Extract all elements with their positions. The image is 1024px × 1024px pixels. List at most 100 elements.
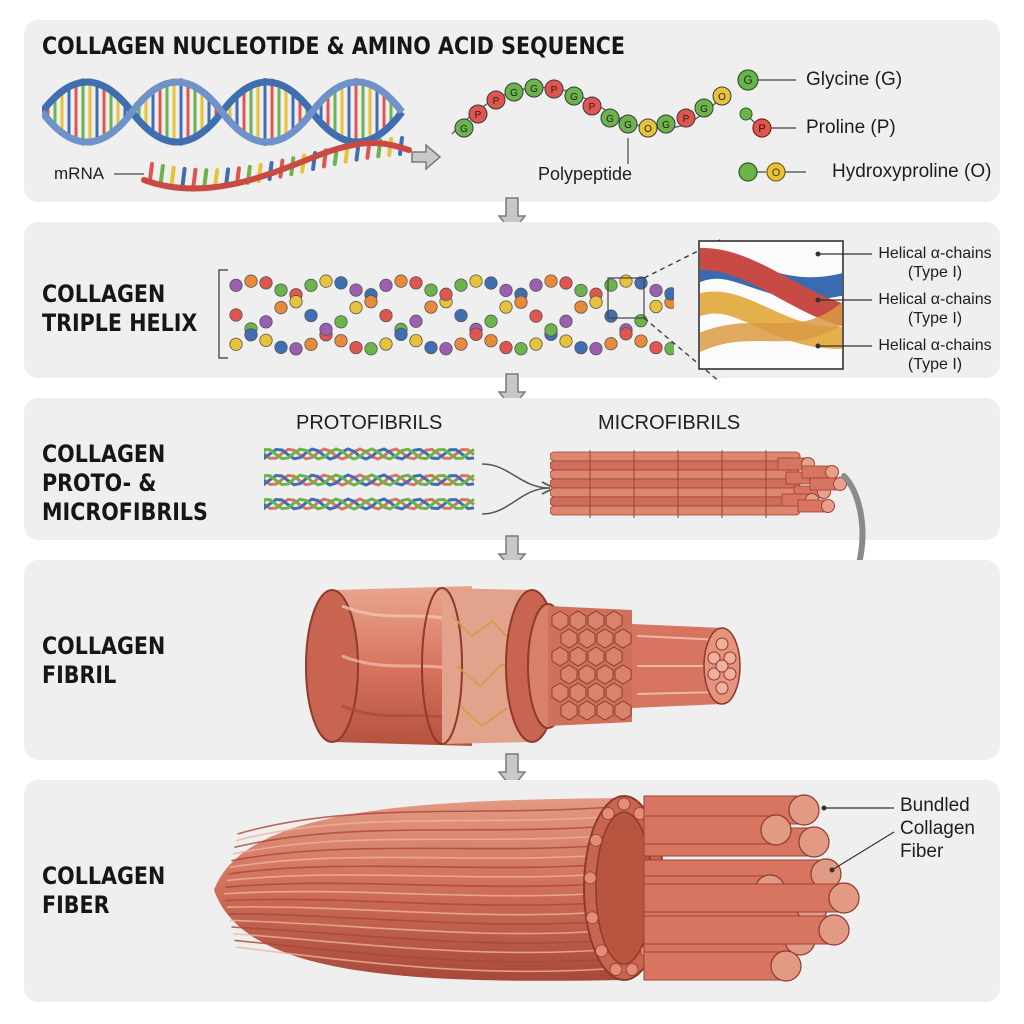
polypeptide-bead	[676, 108, 696, 128]
fiber-rod-end	[818, 914, 850, 946]
panel-title-sequence: COLLAGEN NUCLEOTIDE & AMINO ACID SEQUENC…	[42, 32, 626, 60]
polypeptide-bead-letter: G	[460, 124, 468, 135]
fiber-rod	[643, 883, 845, 913]
mrna-base	[180, 166, 187, 187]
fibril-rod-end	[715, 681, 729, 695]
helix-bead	[589, 295, 603, 309]
helix-bead	[574, 300, 588, 314]
legend-label-proline: Proline (P)	[806, 117, 896, 138]
fiber-sheath-cell	[589, 833, 603, 847]
fiber-sheath-cell	[617, 797, 631, 811]
helix-bead	[394, 327, 408, 341]
fibril-honeycomb-cell	[578, 664, 596, 685]
helix-bead	[349, 283, 363, 297]
glycine-bead-icon: G	[737, 69, 796, 91]
fibril-honeycomb-cell	[578, 700, 596, 721]
helix-bead	[304, 308, 318, 323]
polypeptide-bead	[486, 90, 506, 110]
helix-bead	[229, 337, 243, 351]
polypeptide-bead	[712, 86, 732, 106]
helix-bead	[379, 278, 393, 292]
helix-bead	[364, 342, 378, 356]
fiber-strand	[226, 906, 625, 916]
collagen-fibril-illustration	[305, 586, 741, 746]
fibril-honeycomb-cell	[596, 664, 614, 685]
protofibrils-illustration	[264, 447, 475, 511]
helix-bead	[514, 295, 528, 309]
callout-leader-lines	[815, 251, 872, 349]
polypeptide-bead	[564, 86, 584, 106]
helix-bead	[499, 300, 513, 314]
fiber-strand	[234, 824, 625, 849]
hydroxyproline-bead-icon: O	[738, 162, 806, 182]
helix-bead	[289, 342, 303, 356]
helix-bead	[334, 276, 348, 290]
helix-bead	[424, 283, 438, 297]
polypeptide-bead-letter: G	[606, 114, 614, 125]
polypeptide-bead	[694, 98, 714, 118]
helix-bead	[259, 315, 273, 329]
helix-bead	[439, 342, 453, 356]
fibril-honeycomb-cell	[569, 646, 587, 667]
helix-bead	[529, 337, 543, 351]
fiber-rod-end	[828, 882, 860, 914]
proline-bead-icon: P	[739, 107, 796, 138]
fiber-sheath-cell	[585, 911, 599, 925]
helix-bead	[514, 342, 528, 356]
helix-bead	[424, 340, 438, 355]
helix-bead	[274, 301, 288, 315]
fibril-honeycomb-cell	[587, 682, 605, 703]
helix-bead	[379, 337, 393, 351]
fiber-rod-end	[798, 826, 830, 858]
helix-bead	[484, 334, 498, 348]
callout-helical-chain-2: Helical α-chains (Type I)	[878, 291, 992, 327]
fiber-callout-leader-lines	[821, 805, 895, 873]
mrna-base	[158, 164, 165, 185]
helix-bead	[304, 337, 318, 351]
bracket-marker	[218, 269, 228, 359]
zoom-guide-lines	[643, 239, 721, 383]
polypeptide-bead-letter: G	[510, 88, 518, 99]
polypeptide-bead-letter: P	[475, 110, 482, 121]
panel-triple-helix: COLLAGEN TRIPLE HELIX Helical α-chains (…	[24, 222, 1000, 383]
helix-bead	[439, 287, 453, 301]
fiber-strand	[235, 946, 625, 973]
helix-bead	[649, 341, 663, 355]
microfibrils-label: MICROFIBRILS	[598, 412, 741, 434]
fibril-honeycomb-cell	[551, 646, 569, 667]
helix-bead	[499, 340, 513, 355]
protofibril-strand	[264, 497, 475, 511]
microfibril-rod-end	[821, 499, 835, 513]
polypeptide-bead-letter: P	[551, 85, 558, 96]
protofibril-strand	[264, 473, 475, 487]
fiber-strand	[231, 843, 625, 862]
fibril-honeycomb-cell	[587, 646, 605, 667]
helix-bead	[499, 283, 513, 298]
protofibril-strand	[264, 497, 475, 511]
helix-bead	[469, 327, 483, 341]
helix-bead	[604, 309, 618, 323]
polypeptide-leader-line	[627, 138, 629, 164]
polypeptide-bead	[582, 96, 602, 116]
helix-bead	[454, 337, 468, 351]
microfibril-rod	[550, 451, 801, 462]
fibril-honeycomb-cell	[569, 610, 587, 631]
panel-proto-microfibrils: COLLAGEN PROTO- & MICROFIBRILS PROTOFIBR…	[24, 398, 1000, 540]
helix-bead	[619, 274, 633, 288]
fiber-sheath-cell	[583, 871, 597, 885]
helix-bead	[349, 301, 363, 315]
polypeptide-bead	[638, 118, 658, 138]
fiber-strand	[226, 871, 625, 882]
microfibril-bundle-illustration	[550, 450, 847, 518]
mrna-label: mRNA	[54, 164, 105, 183]
mrna-base	[213, 167, 220, 188]
fibril-rod-end	[707, 651, 721, 665]
helix-bead	[304, 278, 318, 292]
fiber-strand	[232, 833, 625, 855]
panel-title-proto-microfibrils: COLLAGEN PROTO- & MICROFIBRILS	[42, 440, 208, 526]
fibril-honeycomb-cell	[605, 682, 623, 703]
fibril-rod-end	[723, 651, 737, 665]
polypeptide-bead-letter: G	[662, 120, 670, 131]
mrna-base	[202, 168, 209, 189]
flow-arrow-right-icon	[411, 143, 442, 171]
